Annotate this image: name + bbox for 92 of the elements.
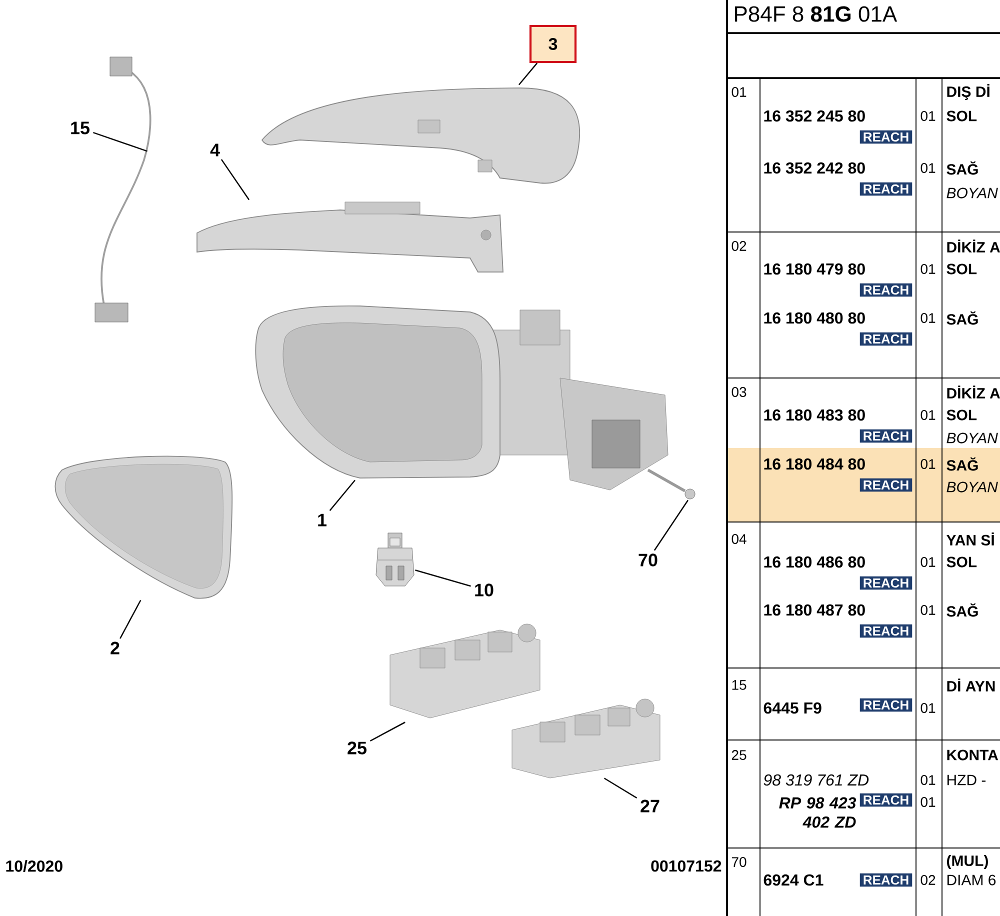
item-number: 04: [732, 534, 746, 544]
reach-badge: REACH: [860, 182, 912, 196]
connector-drawing: [376, 532, 414, 586]
quantity: 01: [920, 264, 936, 274]
reach-badge: REACH: [860, 429, 912, 443]
light-strip-drawing: [196, 202, 504, 272]
leader-line: [654, 500, 688, 551]
part-number: 16 180 480 80: [764, 312, 865, 324]
description: SAĞ: [946, 311, 978, 325]
item-number: 25: [732, 750, 746, 760]
callout-number: 25: [348, 742, 366, 754]
catalogue-code: P84F 8 81G 01A: [735, 6, 898, 22]
description: SAĞ: [946, 161, 978, 175]
item-number: 15: [732, 680, 746, 690]
item-number: 02: [732, 241, 746, 251]
callout-number: 27: [640, 800, 660, 812]
part-number: 16 180 479 80: [764, 263, 865, 275]
leader-line: [93, 132, 148, 152]
part-number: 16 352 245 80: [764, 110, 865, 122]
callout-box: 3: [529, 24, 577, 64]
quantity: 01: [920, 313, 936, 323]
date-code: 10/2020: [6, 860, 62, 872]
part-number: 16 352 242 80: [764, 162, 865, 174]
description: HZD -: [947, 774, 986, 786]
drawing-number: 00107152: [651, 860, 722, 872]
description: DİKİZ A: [947, 386, 1000, 398]
description: DIŞ Dİ: [947, 84, 990, 100]
callout-number: 15: [71, 122, 90, 134]
reach-badge: REACH: [860, 698, 912, 712]
leader-line: [415, 570, 471, 587]
description: (MUL): [947, 855, 988, 869]
leader-line: [120, 600, 142, 639]
reach-badge: REACH: [860, 624, 912, 638]
part-number: 16 180 483 80: [764, 409, 865, 421]
leader-line: [329, 480, 356, 511]
description: SAĞ: [946, 457, 978, 471]
leader-line: [370, 722, 406, 742]
reach-badge: REACH: [860, 130, 912, 144]
quantity: 01: [920, 775, 936, 785]
cable-drawing: [94, 56, 152, 322]
mirror-assembly-drawing: [255, 305, 668, 490]
reach-badge: REACH: [860, 478, 912, 492]
callout-number: 4: [210, 144, 220, 156]
switch-panel-drawing: [512, 698, 660, 778]
description: DİKİZ A: [947, 240, 1000, 252]
switch-panel-drawing: [390, 624, 540, 718]
item-number: 70: [732, 857, 746, 867]
part-number: 16 180 484 80: [764, 458, 865, 470]
description: BOYAN: [946, 482, 998, 492]
callout-number: 2: [110, 642, 120, 654]
callout-number: 70: [638, 554, 658, 566]
part-number: 16 180 487 80: [764, 604, 865, 616]
quantity: 01: [920, 605, 936, 615]
leader-line: [220, 159, 250, 200]
item-number: 03: [732, 387, 746, 397]
screw-drawing: [647, 468, 696, 500]
reach-badge: REACH: [860, 283, 912, 297]
reach-badge: REACH: [860, 332, 912, 346]
part-number: 6924 C1: [764, 874, 824, 886]
quantity: 01: [920, 111, 936, 121]
reach-badge: REACH: [860, 873, 912, 887]
reach-badge: REACH: [860, 576, 912, 590]
callout-number: 1: [318, 514, 326, 526]
quantity: 01: [920, 163, 936, 173]
description: DIAM 6: [947, 874, 996, 886]
callout-number: 10: [475, 584, 494, 596]
description: SOL: [946, 110, 977, 122]
description: SOL: [946, 264, 977, 274]
quantity: 01: [920, 410, 936, 420]
description: YAN Sİ: [946, 532, 994, 546]
description: SOL: [946, 410, 977, 420]
quantity: 01: [920, 797, 936, 807]
leader-line: [518, 62, 538, 86]
quantity: 02: [920, 875, 936, 885]
description: BOYAN: [946, 188, 998, 198]
description: Dİ AYN: [947, 678, 995, 692]
part-number: RP 98 423 402 ZD: [779, 797, 856, 828]
mirror-cover-drawing: [262, 88, 580, 184]
part-number: 98 319 761 ZD: [764, 774, 869, 786]
part-number: 6445 F9: [764, 702, 822, 714]
quantity: 01: [920, 459, 936, 469]
description: BOYAN: [946, 432, 998, 444]
description: KONTA: [947, 750, 998, 760]
mirror-glass-drawing: [54, 456, 233, 599]
reach-badge: REACH: [860, 793, 912, 807]
quantity: 01: [920, 557, 936, 567]
quantity: 01: [920, 703, 936, 713]
description: SOL: [946, 556, 977, 568]
item-number: 01: [732, 87, 746, 97]
part-number: 16 180 486 80: [764, 556, 865, 568]
leader-line: [604, 778, 638, 799]
description: SAĞ: [946, 603, 978, 617]
